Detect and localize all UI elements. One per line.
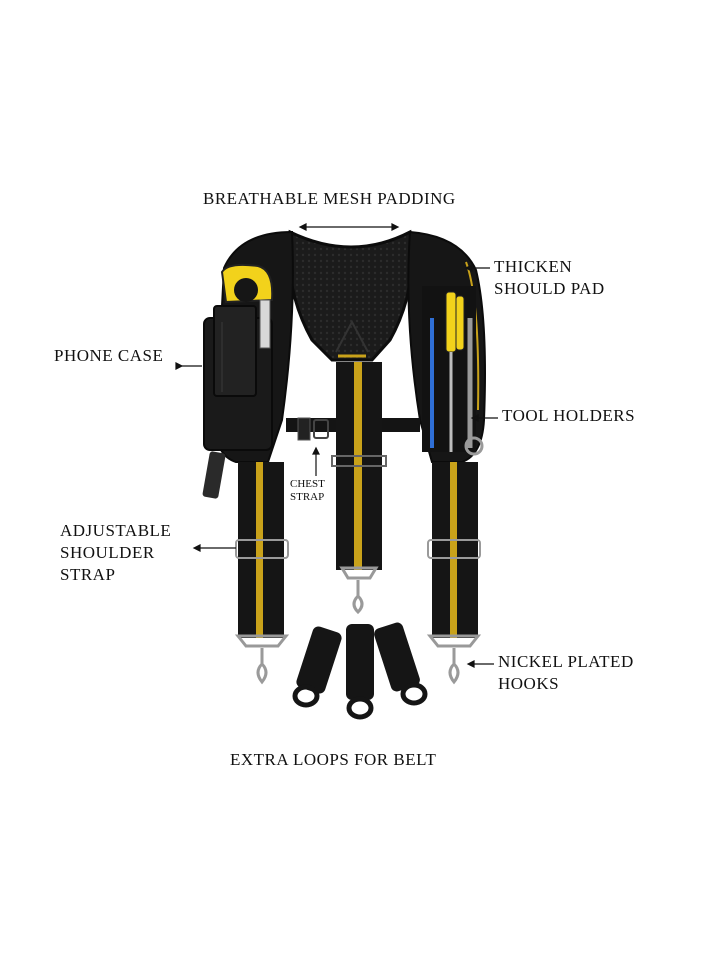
mesh-padding [287, 229, 414, 362]
tool-holders [422, 286, 484, 456]
tape-measure-icon [220, 263, 274, 304]
chest-strap-label: CHEST STRAP [290, 478, 325, 503]
shoulder-pad-label: THICKEN SHOULD PAD [494, 257, 605, 298]
mesh-padding-label: BREATHABLE MESH PADDING [203, 189, 456, 208]
phone-case-label: PHONE CASE [54, 346, 164, 365]
phone-case-pouch [202, 299, 273, 499]
hooks-label: NICKEL PLATED HOOKS [498, 652, 634, 693]
extra-belt-loops [292, 622, 428, 720]
tool-holders-label: TOOL HOLDERS [502, 406, 636, 425]
adjustable-strap-label: ADJUSTABLE SHOULDER STRAP [60, 521, 172, 584]
callout-arrows [175, 223, 498, 668]
extra-loops-label: EXTRA LOOPS FOR BELT [230, 750, 437, 769]
